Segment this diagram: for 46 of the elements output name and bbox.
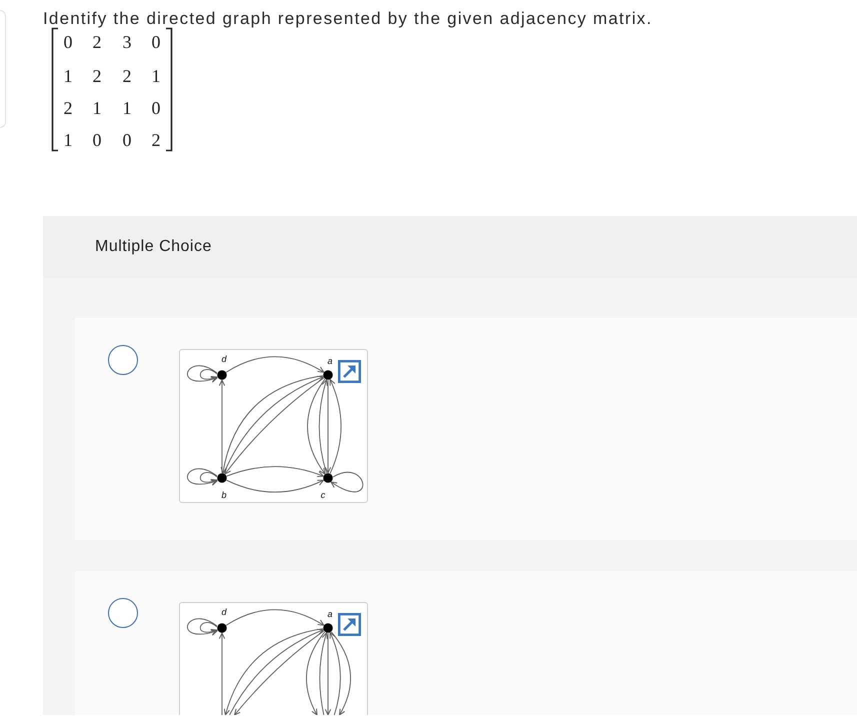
matrix-entry: 1 xyxy=(62,65,74,87)
arrow xyxy=(218,632,226,715)
loop-arrow xyxy=(330,472,364,492)
vertex-label: d xyxy=(220,353,228,365)
matrix-entry: 2 xyxy=(92,65,102,87)
matrix-entry: 1 xyxy=(150,65,162,87)
loop-arrow xyxy=(200,472,218,485)
question-text: Identify the directed graph represented by the given adjacency matrix. xyxy=(43,8,652,30)
arrow xyxy=(330,631,351,715)
matrix-entry: 0 xyxy=(62,31,74,53)
matrix-entry: 0 xyxy=(122,129,132,151)
arrow xyxy=(307,378,326,474)
vertex-label: c xyxy=(320,489,326,501)
arrow xyxy=(226,609,324,626)
matrix-entry: 1 xyxy=(62,129,74,151)
arrow xyxy=(226,480,324,493)
loop-arrow xyxy=(187,365,218,382)
vertex-label: b xyxy=(220,489,228,501)
arrow xyxy=(306,631,326,715)
matrix-entry: 1 xyxy=(92,97,102,119)
vertex-label: a xyxy=(326,608,334,620)
arrow xyxy=(324,380,332,474)
matrix-entry: 2 xyxy=(122,65,132,87)
loop-arrow xyxy=(200,622,218,635)
arrow xyxy=(324,632,332,715)
loop-arrow xyxy=(200,369,218,382)
arrow xyxy=(318,379,328,474)
arrow xyxy=(329,632,341,715)
arrow xyxy=(329,379,342,474)
matrix-entry: 3 xyxy=(122,31,132,53)
matrix-entry: 0 xyxy=(150,31,162,53)
matrix-entry: 2 xyxy=(62,97,74,119)
matrix-entry: 0 xyxy=(150,97,162,119)
arrow xyxy=(226,356,324,373)
matrix-entry: 1 xyxy=(122,97,132,119)
matrix-entry: 2 xyxy=(92,31,102,53)
arrow xyxy=(319,632,328,715)
section-heading: Multiple Choice xyxy=(95,237,212,257)
vertex-label: a xyxy=(326,355,334,367)
loop-arrow xyxy=(187,468,218,486)
arrow xyxy=(226,466,324,478)
vertex-label: d xyxy=(220,606,228,618)
loop-arrow xyxy=(187,618,218,636)
matrix-entry: 0 xyxy=(92,129,102,151)
matrix-entry: 2 xyxy=(150,129,162,151)
arrow xyxy=(218,380,226,474)
